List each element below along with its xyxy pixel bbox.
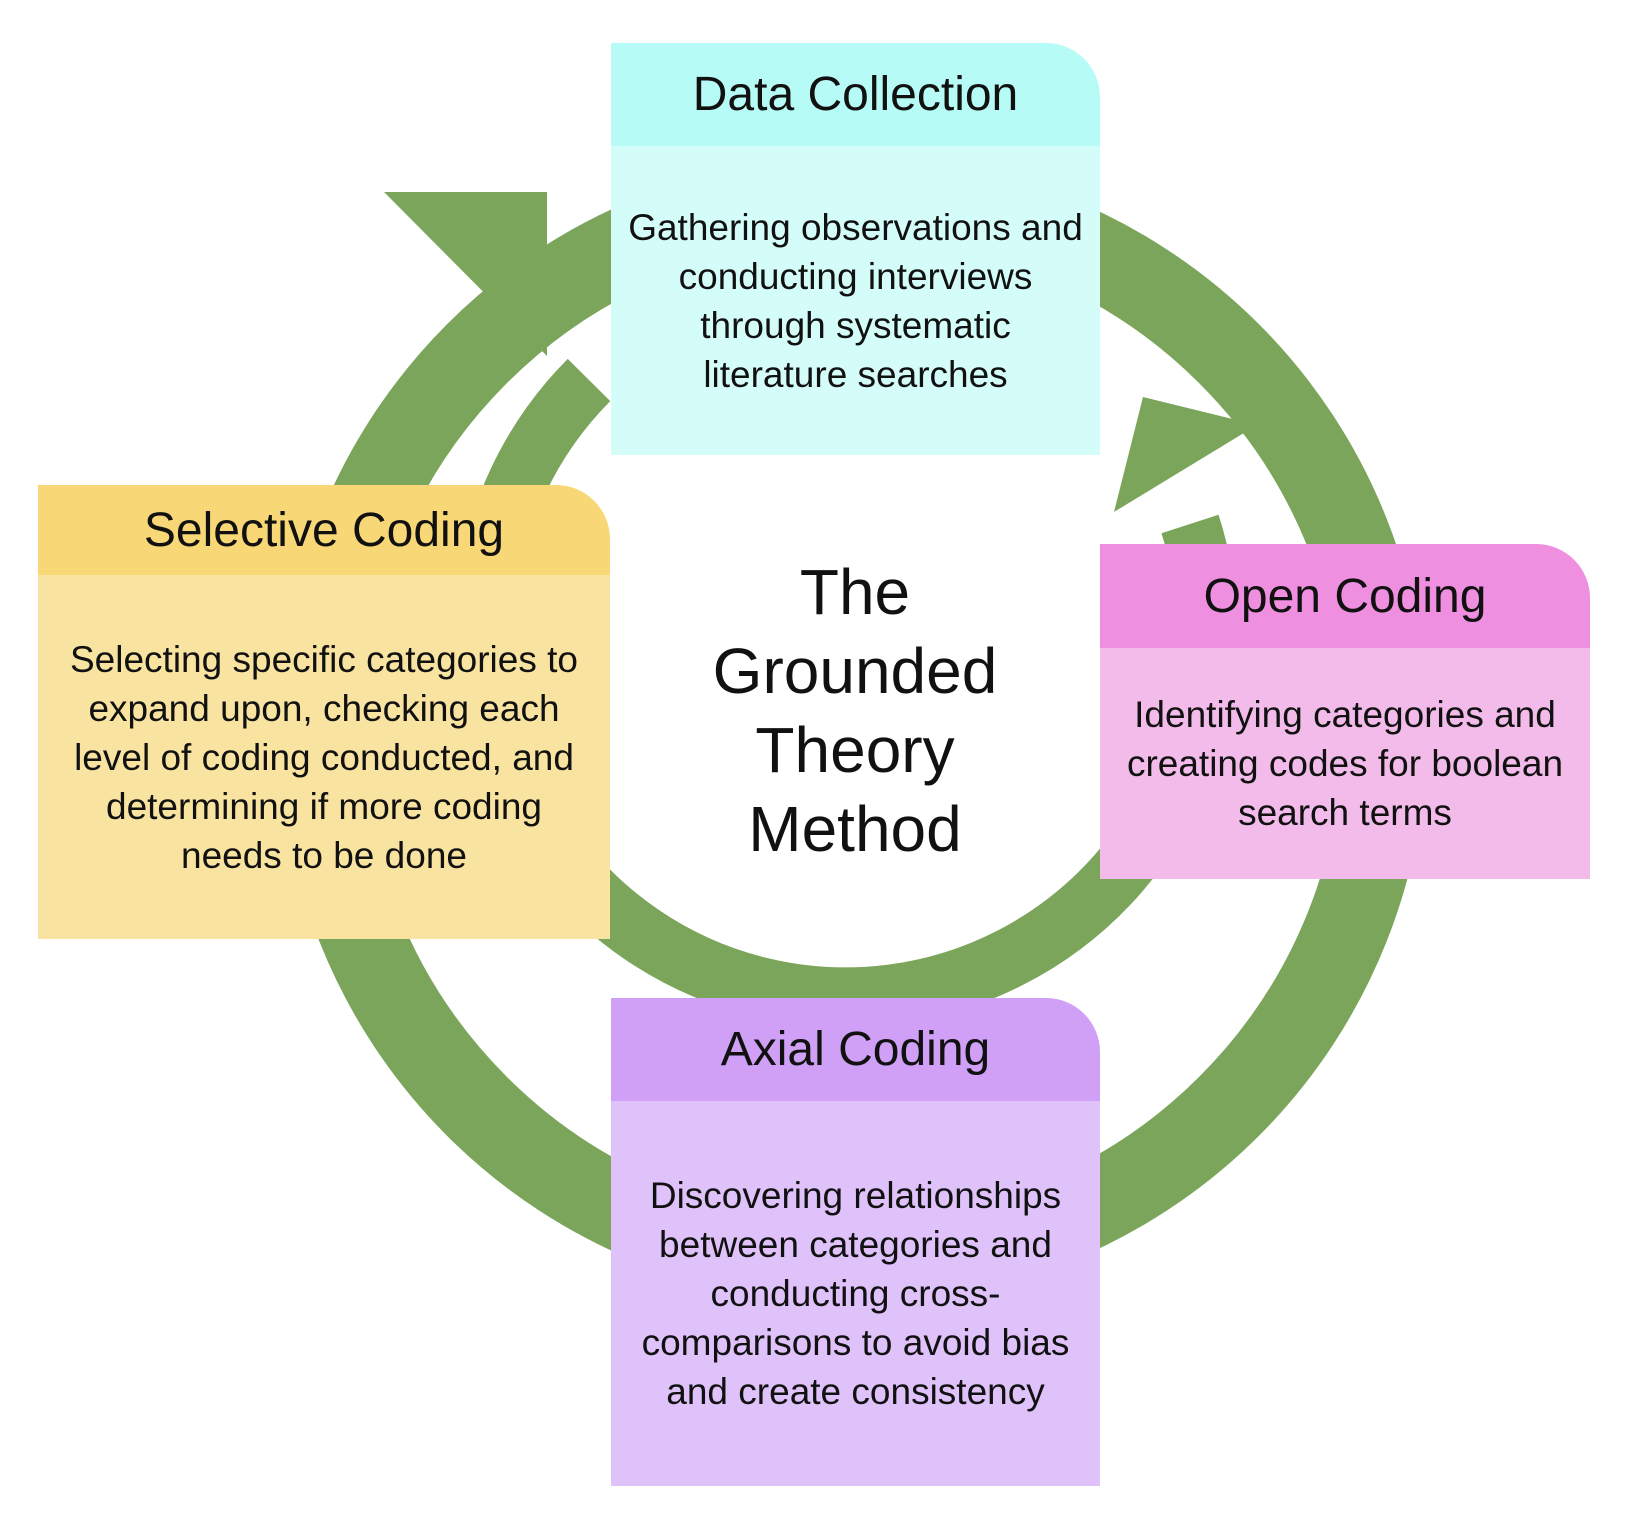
selective-coding-description: Selecting specific categories to expand … xyxy=(38,575,610,939)
axial-coding-card: Axial Coding Discovering relationships b… xyxy=(611,998,1100,1486)
outer-arrowhead xyxy=(384,192,547,356)
open-coding-description: Identifying categories and creating code… xyxy=(1100,648,1590,879)
data-collection-heading: Data Collection xyxy=(611,43,1100,146)
diagram-title: The Grounded Theory Method xyxy=(712,556,998,865)
selective-coding-heading: Selective Coding xyxy=(38,485,610,575)
selective-coding-card: Selective Coding Selecting specific cate… xyxy=(38,485,610,939)
data-collection-description: Gathering observations and conducting in… xyxy=(611,146,1100,455)
open-coding-heading: Open Coding xyxy=(1100,544,1590,648)
open-coding-card: Open Coding Identifying categories and c… xyxy=(1100,544,1590,879)
axial-coding-heading: Axial Coding xyxy=(611,998,1100,1101)
inner-arrowhead xyxy=(1114,397,1257,512)
data-collection-card: Data Collection Gathering observations a… xyxy=(611,43,1100,455)
axial-coding-description: Discovering relationships between catego… xyxy=(611,1101,1100,1486)
